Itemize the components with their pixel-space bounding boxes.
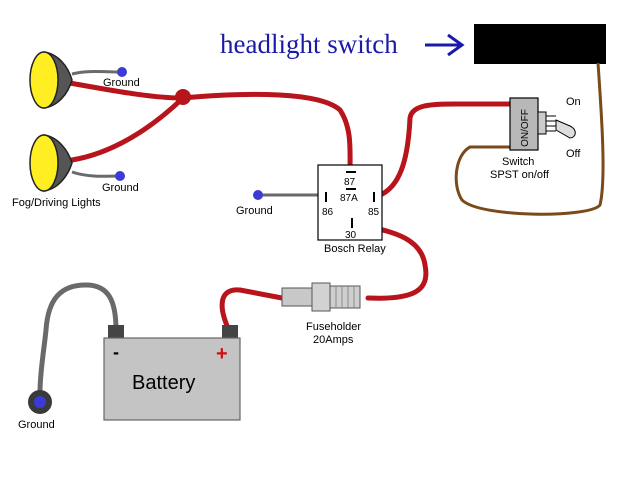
fog-lights-label: Fog/Driving Lights — [12, 197, 101, 209]
relay-pin-85: 85 — [368, 207, 380, 218]
switch-off-label: Off — [566, 148, 581, 160]
switch-name-label: Switch — [502, 156, 534, 168]
relay-label: Bosch Relay — [324, 243, 386, 255]
ground-dot-relay — [253, 190, 263, 200]
lamp-ground-label-bottom: Ground — [102, 182, 139, 194]
ground-dot-lamp-bottom — [115, 171, 125, 181]
battery-negative-sign: - — [113, 342, 119, 362]
ground-dot-battery — [28, 390, 52, 414]
relay-pin-87: 87 — [344, 177, 356, 188]
switch-loop-wire — [454, 62, 605, 216]
wire-switch-85 — [372, 101, 515, 200]
wire-lamp-bottom — [69, 95, 186, 163]
bosch-relay — [317, 164, 383, 241]
relay-pin-30: 30 — [345, 230, 357, 241]
fuseholder — [281, 282, 361, 312]
switch-body-text: ON/OFF — [520, 109, 531, 147]
spst-switch: ON/OFF — [509, 97, 576, 151]
relay-pin-86: 86 — [322, 207, 334, 218]
wire-lamp-top — [61, 79, 186, 101]
headlight-switch-title: headlight switch — [220, 29, 398, 59]
switch-on-label: On — [566, 96, 581, 108]
wire-relay-87 — [180, 91, 353, 175]
battery — [103, 325, 241, 421]
battery-label: Battery — [132, 372, 195, 394]
relay-pin-87a: 87A — [340, 193, 358, 204]
fuse-rating-label: 20Amps — [313, 334, 354, 346]
battery-ground-label: Ground — [18, 419, 55, 431]
ground-dot-lamp-top — [117, 67, 127, 77]
wire-fuse-battery — [219, 287, 285, 331]
battery-positive-sign: + — [216, 343, 228, 365]
relay-ground-label: Ground — [236, 205, 273, 217]
battery-ground-wire — [37, 282, 119, 393]
fog-lamp-bottom — [29, 134, 73, 192]
switch-type-label: SPST on/off — [490, 169, 550, 181]
fog-lamp-top — [29, 51, 73, 109]
fuseholder-label: Fuseholder — [306, 321, 361, 333]
lamp-ground-label-top: Ground — [103, 77, 140, 89]
headlight-switch-box — [474, 24, 606, 64]
wire-junction — [175, 89, 191, 105]
right-arrow-icon — [425, 33, 465, 57]
